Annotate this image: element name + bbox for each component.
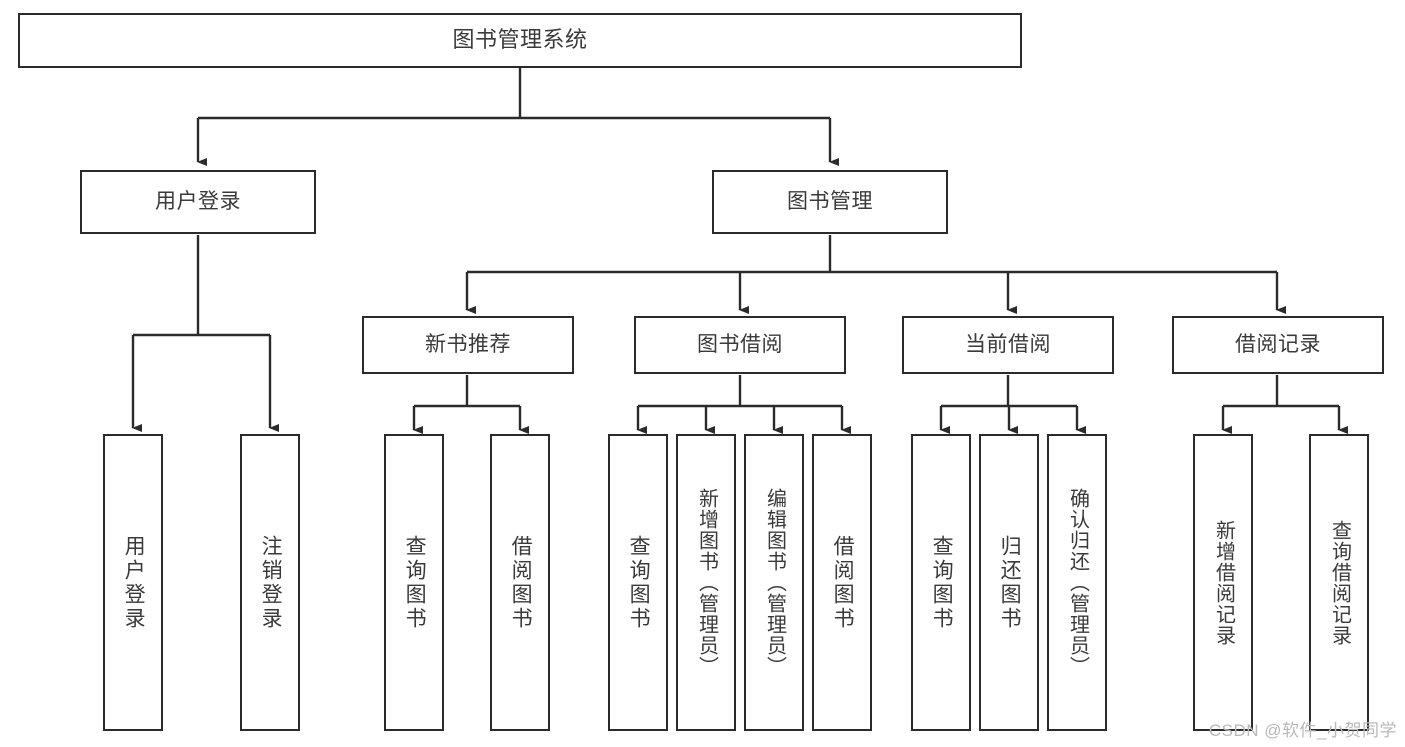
node-leaf-user-logout-label: 注销登录 [259,534,283,631]
node-leaf-confirm-return[interactable]: 确认归还（管理员） [1047,434,1107,731]
node-leaf-return-book-label: 归还图书 [998,534,1022,631]
node-leaf-confirm-return-label: 确认归还（管理员） [1066,488,1089,677]
node-leaf-query-record-label: 查询借阅记录 [1328,519,1351,646]
node-new-book-recommend-label: 新书推荐 [425,333,511,357]
watermark-text: CSDN @软件_小贺同学 [1208,721,1397,740]
node-new-book-recommend[interactable]: 新书推荐 [362,316,574,374]
node-leaf-user-logout[interactable]: 注销登录 [240,434,300,731]
node-root-label: 图书管理系统 [452,27,588,53]
node-leaf-edit-book[interactable]: 编辑图书（管理员） [744,434,804,731]
node-leaf-borrow-book-1[interactable]: 借阅图书 [490,434,550,731]
node-leaf-query-book-3[interactable]: 查询图书 [911,434,971,731]
node-leaf-add-book[interactable]: 新增图书（管理员） [676,434,736,731]
node-current-borrow-label: 当前借阅 [965,333,1051,357]
node-user-login-label: 用户登录 [155,190,241,214]
node-book-borrow-label: 图书借阅 [697,333,783,357]
node-root[interactable]: 图书管理系统 [18,13,1022,68]
node-user-login[interactable]: 用户登录 [80,170,316,234]
node-leaf-query-book-3-label: 查询图书 [930,534,954,631]
node-leaf-return-book[interactable]: 归还图书 [979,434,1039,731]
node-leaf-borrow-book-2-label: 借阅图书 [831,534,855,631]
node-borrow-record[interactable]: 借阅记录 [1172,316,1384,374]
node-leaf-edit-book-label: 编辑图书（管理员） [763,488,786,677]
node-leaf-borrow-book-1-label: 借阅图书 [509,534,533,631]
node-current-borrow[interactable]: 当前借阅 [902,316,1114,374]
node-book-management-label: 图书管理 [787,190,873,214]
node-leaf-query-book-2[interactable]: 查询图书 [608,434,668,731]
node-leaf-query-record[interactable]: 查询借阅记录 [1309,434,1369,731]
node-borrow-record-label: 借阅记录 [1235,333,1321,357]
node-book-management[interactable]: 图书管理 [712,170,948,234]
node-book-borrow[interactable]: 图书借阅 [634,316,846,374]
node-leaf-query-book-2-label: 查询图书 [627,534,651,631]
node-leaf-user-login-label: 用户登录 [122,534,146,631]
node-leaf-user-login[interactable]: 用户登录 [103,434,163,731]
node-leaf-add-book-label: 新增图书（管理员） [695,488,718,677]
node-leaf-borrow-book-2[interactable]: 借阅图书 [812,434,872,731]
node-leaf-add-record[interactable]: 新增借阅记录 [1193,434,1253,731]
node-leaf-add-record-label: 新增借阅记录 [1212,519,1235,646]
node-leaf-query-book-1[interactable]: 查询图书 [384,434,444,731]
node-leaf-query-book-1-label: 查询图书 [403,534,427,631]
